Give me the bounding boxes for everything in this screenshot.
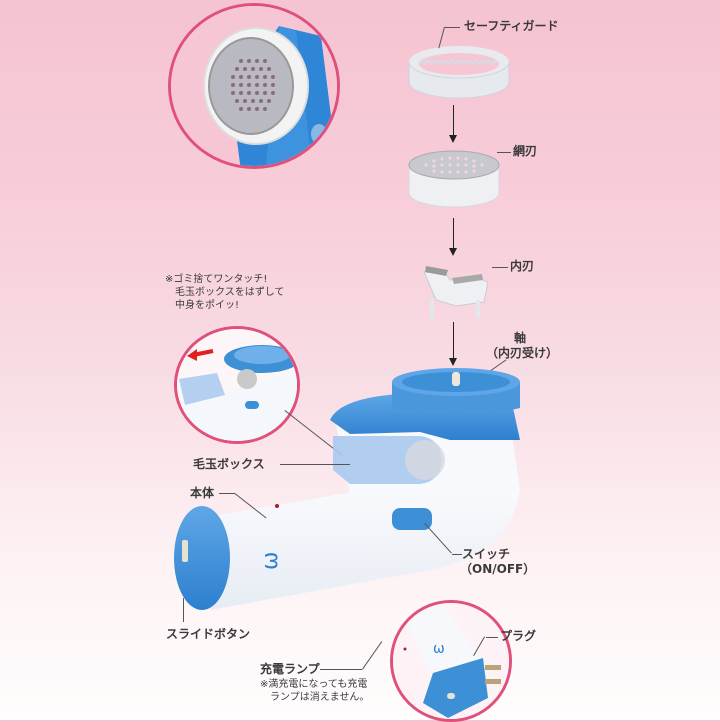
net-blade-part — [404, 145, 504, 215]
arrow-head-3 — [449, 358, 457, 366]
arrow-inner-to-body — [453, 322, 454, 360]
body-label: 本体 — [190, 486, 215, 500]
switch-leader — [452, 554, 462, 555]
main-unit: ω — [170, 360, 570, 620]
charge-lamp-leader-diag — [362, 641, 383, 670]
plug-leader — [486, 637, 498, 638]
safety-guard-part — [404, 40, 514, 102]
blade-head-closeup — [168, 3, 340, 169]
plug-label: プラグ — [500, 629, 537, 643]
blade-head-illustration — [171, 6, 337, 166]
safety-guard-leader — [445, 27, 460, 28]
svg-text:ω: ω — [258, 552, 283, 570]
lint-box-closeup — [174, 326, 300, 444]
lint-box-leader — [280, 464, 350, 465]
plug-closeup: ω — [390, 600, 512, 722]
charge-lamp-note: ※満充電になっても充電 ランプは消えません。 — [260, 679, 370, 703]
arrow-net-to-inner — [453, 218, 454, 250]
inner-blade-illustration — [423, 266, 489, 320]
charge-lamp-label: 充電ランプ — [260, 662, 320, 676]
arrow-head-2 — [449, 248, 457, 256]
arrow-guard-to-net — [453, 105, 454, 137]
slide-button-leader — [183, 598, 184, 622]
safety-guard-label: セーフティガード — [464, 19, 559, 33]
net-blade-leader — [497, 152, 511, 153]
inner-blade-part — [416, 262, 496, 322]
shaft-label-line2: （内刃受け） — [486, 346, 559, 360]
shaft-label-line1: 軸 — [514, 331, 527, 345]
svg-text:ω: ω — [433, 641, 445, 657]
switch-label-line2: （ON/OFF） — [460, 562, 536, 576]
slide-button-label: スライドボタン — [166, 627, 251, 641]
charge-lamp-leader — [320, 669, 362, 670]
safety-guard-illustration — [408, 46, 510, 99]
plug-illustration: ω — [393, 603, 509, 719]
lint-box-removal-illustration — [177, 329, 297, 441]
arrow-head-1 — [449, 135, 457, 143]
inner-blade-leader — [492, 267, 508, 268]
net-blade-label: 網刃 — [513, 144, 538, 158]
body-leader — [219, 493, 235, 494]
dust-disposal-note: ※ゴミ捨てワンタッチ! 毛玉ボックスをはずして 中身をポイッ! — [165, 274, 285, 311]
lint-box-label: 毛玉ボックス — [193, 457, 265, 471]
lint-remover-body-illustration: ω — [174, 368, 520, 610]
net-blade-illustration — [408, 150, 500, 208]
inner-blade-label: 内刃 — [510, 259, 535, 273]
switch-label-line1: スイッチ — [462, 547, 511, 561]
